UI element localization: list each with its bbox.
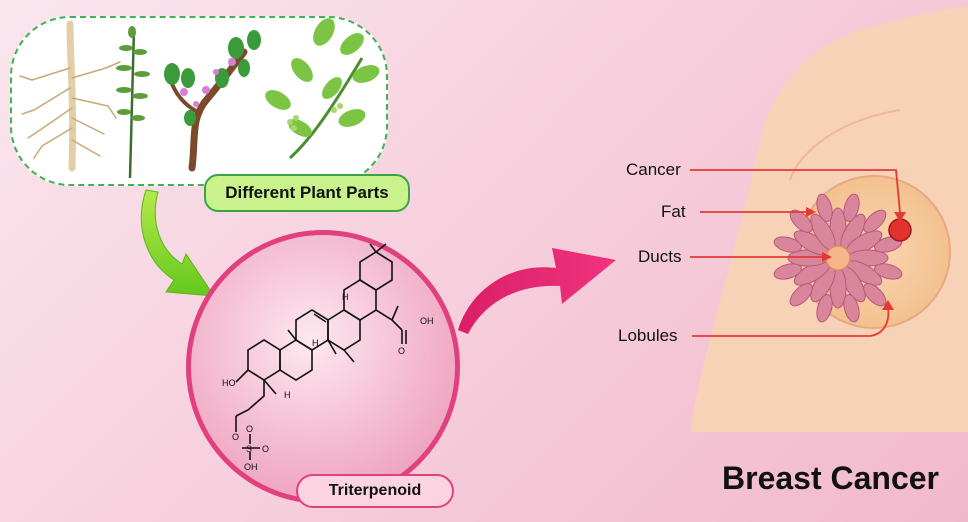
leaf-twig-icon [265, 18, 380, 160]
triterpenoid-circle [186, 230, 460, 504]
atom-h-1: H [342, 292, 349, 302]
label-fat: Fat [661, 202, 686, 221]
label-cancer: Cancer [626, 160, 681, 179]
atom-ho: HO [222, 378, 236, 388]
atom-oh-bottom: OH [244, 462, 258, 472]
herb-icon [116, 26, 150, 179]
lobules [773, 193, 903, 323]
triterpenoid-label: Triterpenoid [296, 474, 454, 508]
label-ducts: Ducts [638, 247, 682, 266]
atom-h-3: H [284, 390, 291, 400]
label-lobules: Lobules [618, 326, 678, 345]
atom-h-2: H [312, 338, 319, 348]
tumor-icon [888, 218, 912, 242]
plant-parts-label: Different Plant Parts [204, 174, 410, 212]
pink-arrow-icon [458, 248, 616, 334]
atom-o-top: O [246, 424, 253, 434]
atom-o-bottom: O [262, 444, 269, 454]
atom-o-carboxyl: O [398, 346, 405, 356]
root-icon [19, 20, 121, 172]
green-arrow-icon [140, 189, 215, 297]
plant-illustrations [19, 18, 380, 179]
stem-icon [164, 30, 261, 172]
atom-s: S [246, 444, 252, 454]
breast-cancer-title: Breast Cancer [722, 460, 939, 496]
atom-o-link: O [232, 432, 239, 442]
plant-parts-panel [10, 16, 388, 186]
atom-oh-carboxyl: OH [420, 316, 434, 326]
